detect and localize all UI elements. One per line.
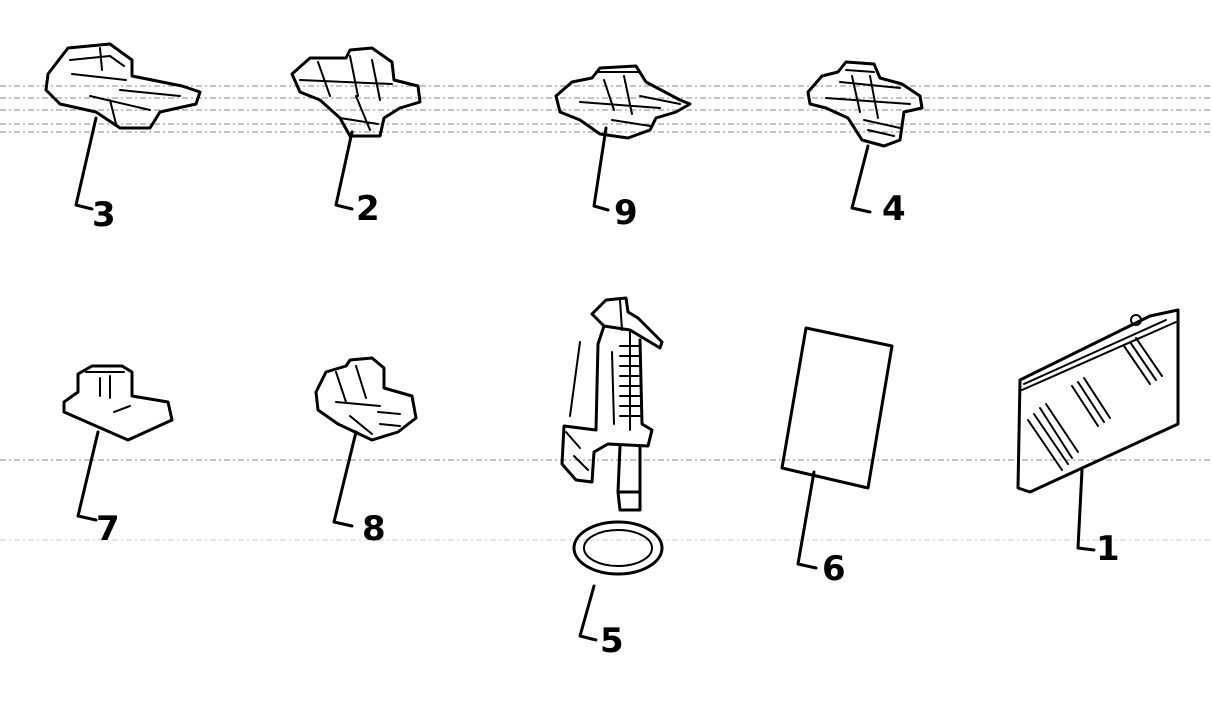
- callout-label-7: 7: [96, 509, 120, 549]
- bag-1: 1: [1016, 308, 1180, 569]
- callout-label-9: 9: [614, 193, 638, 233]
- presser-foot-3: 3: [44, 42, 202, 235]
- callout-label-5: 5: [600, 621, 624, 661]
- callout-label-4: 4: [882, 189, 906, 229]
- callout-label-1: 1: [1096, 529, 1120, 569]
- presser-foot-4: 4: [806, 60, 924, 229]
- presser-foot-2: 2: [290, 46, 422, 229]
- scan-artifact-lines: [0, 85, 1212, 541]
- callout-label-2: 2: [356, 189, 380, 229]
- darning-foot-5: 5: [560, 296, 664, 661]
- callout-label-3: 3: [92, 195, 116, 235]
- presser-foot-7: 7: [62, 364, 174, 549]
- callout-label-8: 8: [362, 509, 386, 549]
- callout-label-6: 6: [822, 549, 846, 589]
- presser-foot-8: 8: [314, 356, 418, 549]
- card-6: 6: [780, 326, 894, 589]
- presser-foot-9: 9: [554, 64, 692, 233]
